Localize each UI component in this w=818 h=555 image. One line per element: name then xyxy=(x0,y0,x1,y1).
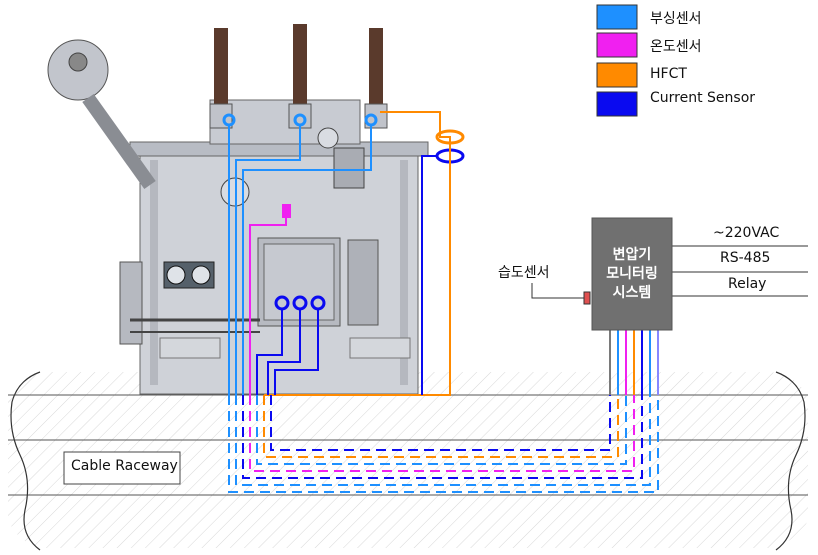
vertical-cables xyxy=(228,111,659,396)
transformer xyxy=(47,39,429,395)
system-title-line3: 시스템 xyxy=(612,285,652,301)
legend-swatch-current xyxy=(596,91,638,117)
legend-swatches xyxy=(596,4,638,117)
system-title: 변압기 모니터링 시스템 xyxy=(592,246,672,303)
legend-swatch-bushing xyxy=(596,4,638,30)
legend-swatch-hfct xyxy=(596,62,638,88)
cable-raceway-label: Cable Raceway xyxy=(71,458,178,474)
output-rs485: RS-485 xyxy=(720,250,771,266)
system-wires xyxy=(531,245,808,299)
system-title-line2: 모니터링 xyxy=(606,266,658,282)
legend-label-current: Current Sensor xyxy=(650,90,756,106)
humidity-sensor-label: 습도센서 xyxy=(498,265,550,281)
output-relay: Relay xyxy=(728,276,767,292)
monitoring-system-box xyxy=(591,217,673,331)
output-power: ~220VAC xyxy=(713,225,780,241)
bushings xyxy=(209,24,388,129)
legend-label-temperature: 온도센서 xyxy=(650,39,702,55)
raceway-cables xyxy=(228,395,659,493)
cable-raceway-box xyxy=(63,451,181,485)
legend-label-bushing: 부싱센서 xyxy=(650,11,702,27)
legend-swatch-temperature xyxy=(596,32,638,58)
system-title-line1: 변압기 xyxy=(612,247,652,263)
humidity-sensor xyxy=(583,291,591,305)
legend-label-hfct: HFCT xyxy=(650,66,687,82)
